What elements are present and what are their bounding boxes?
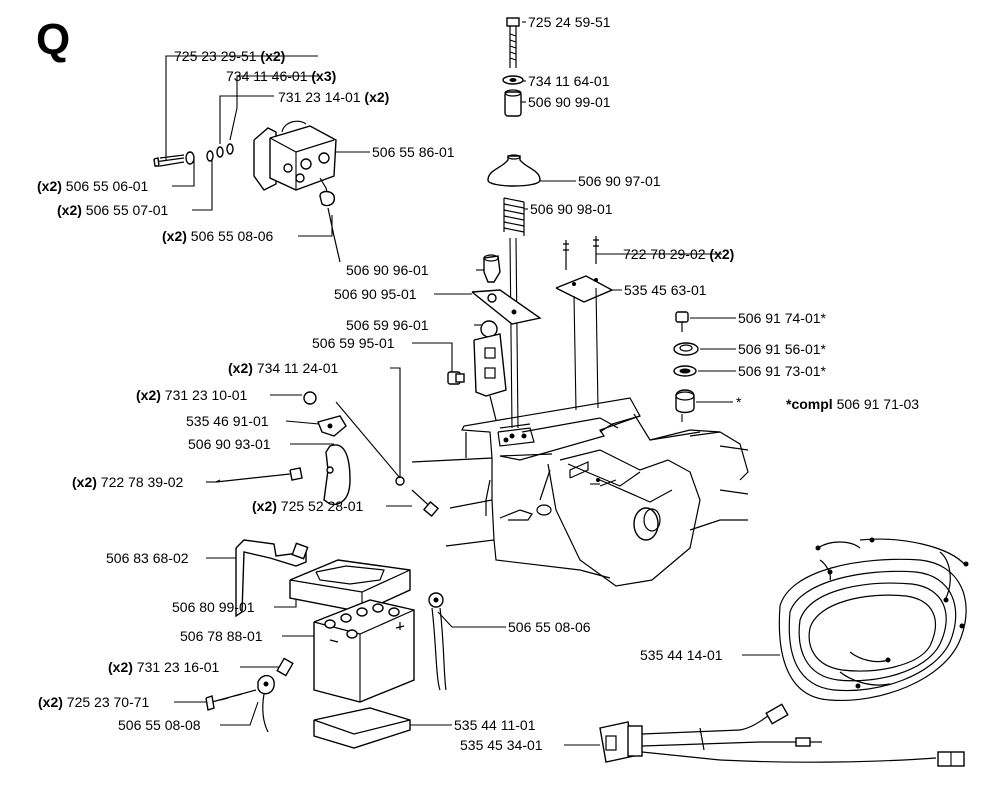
part-label-734-11-46-01: 734 11 46-01 (x3) <box>226 68 337 84</box>
part-label-506-90-93-01: 506 90 93-01 <box>188 436 271 452</box>
part-label-asterisk: * <box>736 394 742 410</box>
part-label-506-90-97-01: 506 90 97-01 <box>578 173 661 189</box>
solenoid-assembly <box>153 120 341 263</box>
connector-cable <box>599 703 965 767</box>
part-label-506-90-99-01: 506 90 99-01 <box>528 94 611 110</box>
part-label-535-46-91-01: 535 46 91-01 <box>186 413 269 429</box>
part-label-506-90-98-01: 506 90 98-01 <box>530 201 613 217</box>
part-label-506-59-95-01: 506 59 95-01 <box>312 335 395 351</box>
part-label-506-80-99-01: 506 80 99-01 <box>172 599 255 615</box>
bracket-hardware <box>215 391 440 518</box>
part-label-734-11-64-01: 734 11 64-01 <box>528 73 610 89</box>
part-label-535-44-11-01: 535 44 11-01 <box>454 717 536 733</box>
leader-lines <box>165 21 780 746</box>
gear-shifter-parts <box>447 254 542 421</box>
part-label-725-23-29-51: 725 23 29-51 (x2) <box>174 48 286 64</box>
ignition-switch-assembly <box>673 311 699 422</box>
part-label-722-78-39-02: (x2) 722 78 39-02 <box>72 474 184 490</box>
pins-and-plate <box>555 236 614 411</box>
part-label-506-91-56-01: 506 91 56-01* <box>738 341 826 357</box>
battery-assembly <box>205 539 447 733</box>
part-label-506-55-07-01: (x2) 506 55 07-01 <box>57 202 169 218</box>
part-label-722-78-29-02: 722 78 29-02 (x2) <box>623 246 735 262</box>
part-label-535-44-14-01: 535 44 14-01 <box>640 647 723 663</box>
part-label-725-52-28-01: (x2) 725 52 28-01 <box>252 498 364 514</box>
part-label-506-90-95-01: 506 90 95-01 <box>334 286 417 302</box>
part-label-506-55-08-06-battery: 506 55 08-06 <box>508 619 591 635</box>
part-label-506-78-88-01: 506 78 88-01 <box>180 628 263 644</box>
part-label-734-11-24-01: (x2) 734 11 24-01 <box>228 360 339 376</box>
section-letter: Q <box>36 15 71 64</box>
part-label-725-23-70-71: (x2) 725 23 70-71 <box>38 694 150 710</box>
part-label-compl-506-91-71-03: *compl 506 91 71-03 <box>786 396 920 412</box>
part-label-731-23-10-01: (x2) 731 23 10-01 <box>136 387 248 403</box>
part-label-506-55-08-06-top: (x2) 506 55 08-06 <box>162 228 274 244</box>
wire-harness <box>778 537 969 702</box>
part-label-535-45-63-01: 535 45 63-01 <box>624 282 707 298</box>
part-label-731-23-14-01: 731 23 14-01 (x2) <box>278 89 390 105</box>
part-label-506-55-08-08: 506 55 08-08 <box>118 717 201 733</box>
part-label-535-45-34-01: 535 45 34-01 <box>460 737 543 753</box>
shift-lever-stack <box>487 17 541 429</box>
part-label-506-90-96-01: 506 90 96-01 <box>346 262 429 278</box>
chassis-frame <box>411 397 749 587</box>
part-label-506-91-74-01: 506 91 74-01* <box>738 310 826 326</box>
battery-mat <box>313 707 411 749</box>
part-label-731-23-16-01: (x2) 731 23 16-01 <box>108 659 220 675</box>
part-label-506-91-73-01: 506 91 73-01* <box>738 363 826 379</box>
part-label-506-59-96-01: 506 59 96-01 <box>346 317 429 333</box>
part-label-725-24-59-51: 725 24 59-51 <box>528 14 611 30</box>
part-label-506-55-06-01: (x2) 506 55 06-01 <box>37 178 149 194</box>
part-label-506-55-86-01: 506 55 86-01 <box>372 144 455 160</box>
part-label-506-83-68-02: 506 83 68-02 <box>106 550 189 566</box>
